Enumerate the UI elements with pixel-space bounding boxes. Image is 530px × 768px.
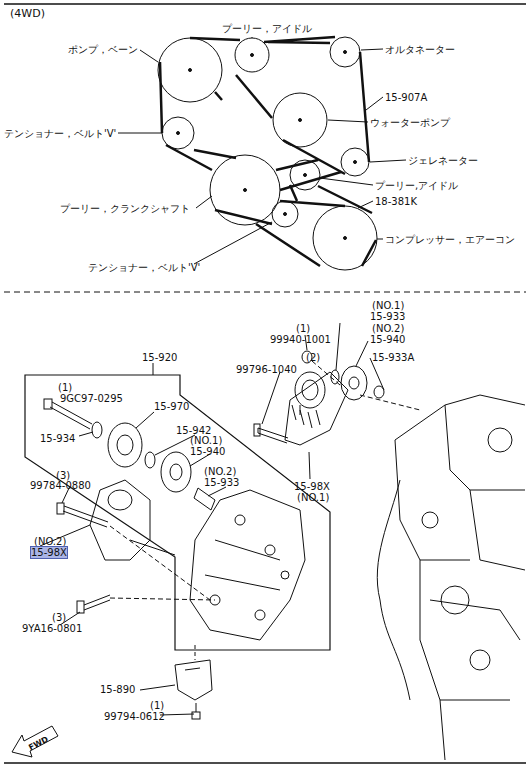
- part-number: (1): [150, 700, 164, 711]
- part-number: (2): [306, 352, 320, 363]
- part-number: 15-890: [100, 684, 135, 695]
- part-number: (1): [296, 323, 310, 334]
- part-number: (NO.1): [190, 435, 222, 446]
- part-number: 15-98X: [31, 547, 67, 558]
- group-border: [20, 352, 335, 654]
- group-part-number: 15-920: [140, 352, 179, 363]
- part-number: 15-933A: [372, 352, 414, 363]
- part-name: テンショナー，ベルト'V': [88, 262, 200, 273]
- part-number: 15-970: [154, 401, 189, 412]
- part-name: プーリー,アイドル: [375, 180, 458, 191]
- part-name: コンプレッサー，エアーコン: [385, 234, 515, 245]
- part-number: 15-942: [176, 425, 211, 436]
- part-number: (3): [52, 612, 66, 623]
- part-number: 9YA16-0801: [22, 623, 82, 634]
- part-name: テンショナー，ベルト'V': [4, 128, 116, 139]
- part-number: 15-934: [40, 433, 75, 444]
- part-name: ウォーターポンプ: [370, 117, 450, 128]
- direction-arrow-label: FWD: [27, 734, 51, 754]
- part-name: オルタネーター: [385, 44, 455, 55]
- part-number: (NO.2): [372, 323, 404, 334]
- part-name: 15-907A: [385, 92, 427, 103]
- part-number: 99796-1040: [236, 364, 297, 375]
- part-name: ジェレネーター: [408, 155, 478, 166]
- part-number: 15-940: [190, 446, 225, 457]
- group-border-line: [25, 375, 330, 650]
- part-number: (1): [58, 382, 72, 393]
- part-name: プーリー，クランクシャフト: [60, 203, 190, 214]
- group-outline: 15-920: [20, 352, 335, 654]
- part-number: 99794-0612: [104, 711, 165, 722]
- part-number: 15-933: [370, 311, 405, 322]
- part-number: 15-98X: [294, 481, 330, 492]
- part-number: 99784-0880: [30, 480, 91, 491]
- part-number: 9GC97-0295: [60, 393, 123, 404]
- part-number: 15-940: [370, 334, 405, 345]
- part-number: (NO.1): [297, 492, 329, 503]
- part-number: 15-933: [204, 477, 239, 488]
- part-number: 99940-1001: [270, 334, 331, 345]
- diagram-title: (4WD): [10, 8, 45, 20]
- part-name: ポンプ，ベーン: [68, 44, 138, 55]
- part-number: (NO.2): [34, 536, 66, 547]
- part-name: プーリー，アイドル: [222, 23, 312, 34]
- part-number: (NO.1): [372, 300, 404, 311]
- part-number: (NO.2): [204, 466, 236, 477]
- part-name: 18-381K: [375, 196, 417, 207]
